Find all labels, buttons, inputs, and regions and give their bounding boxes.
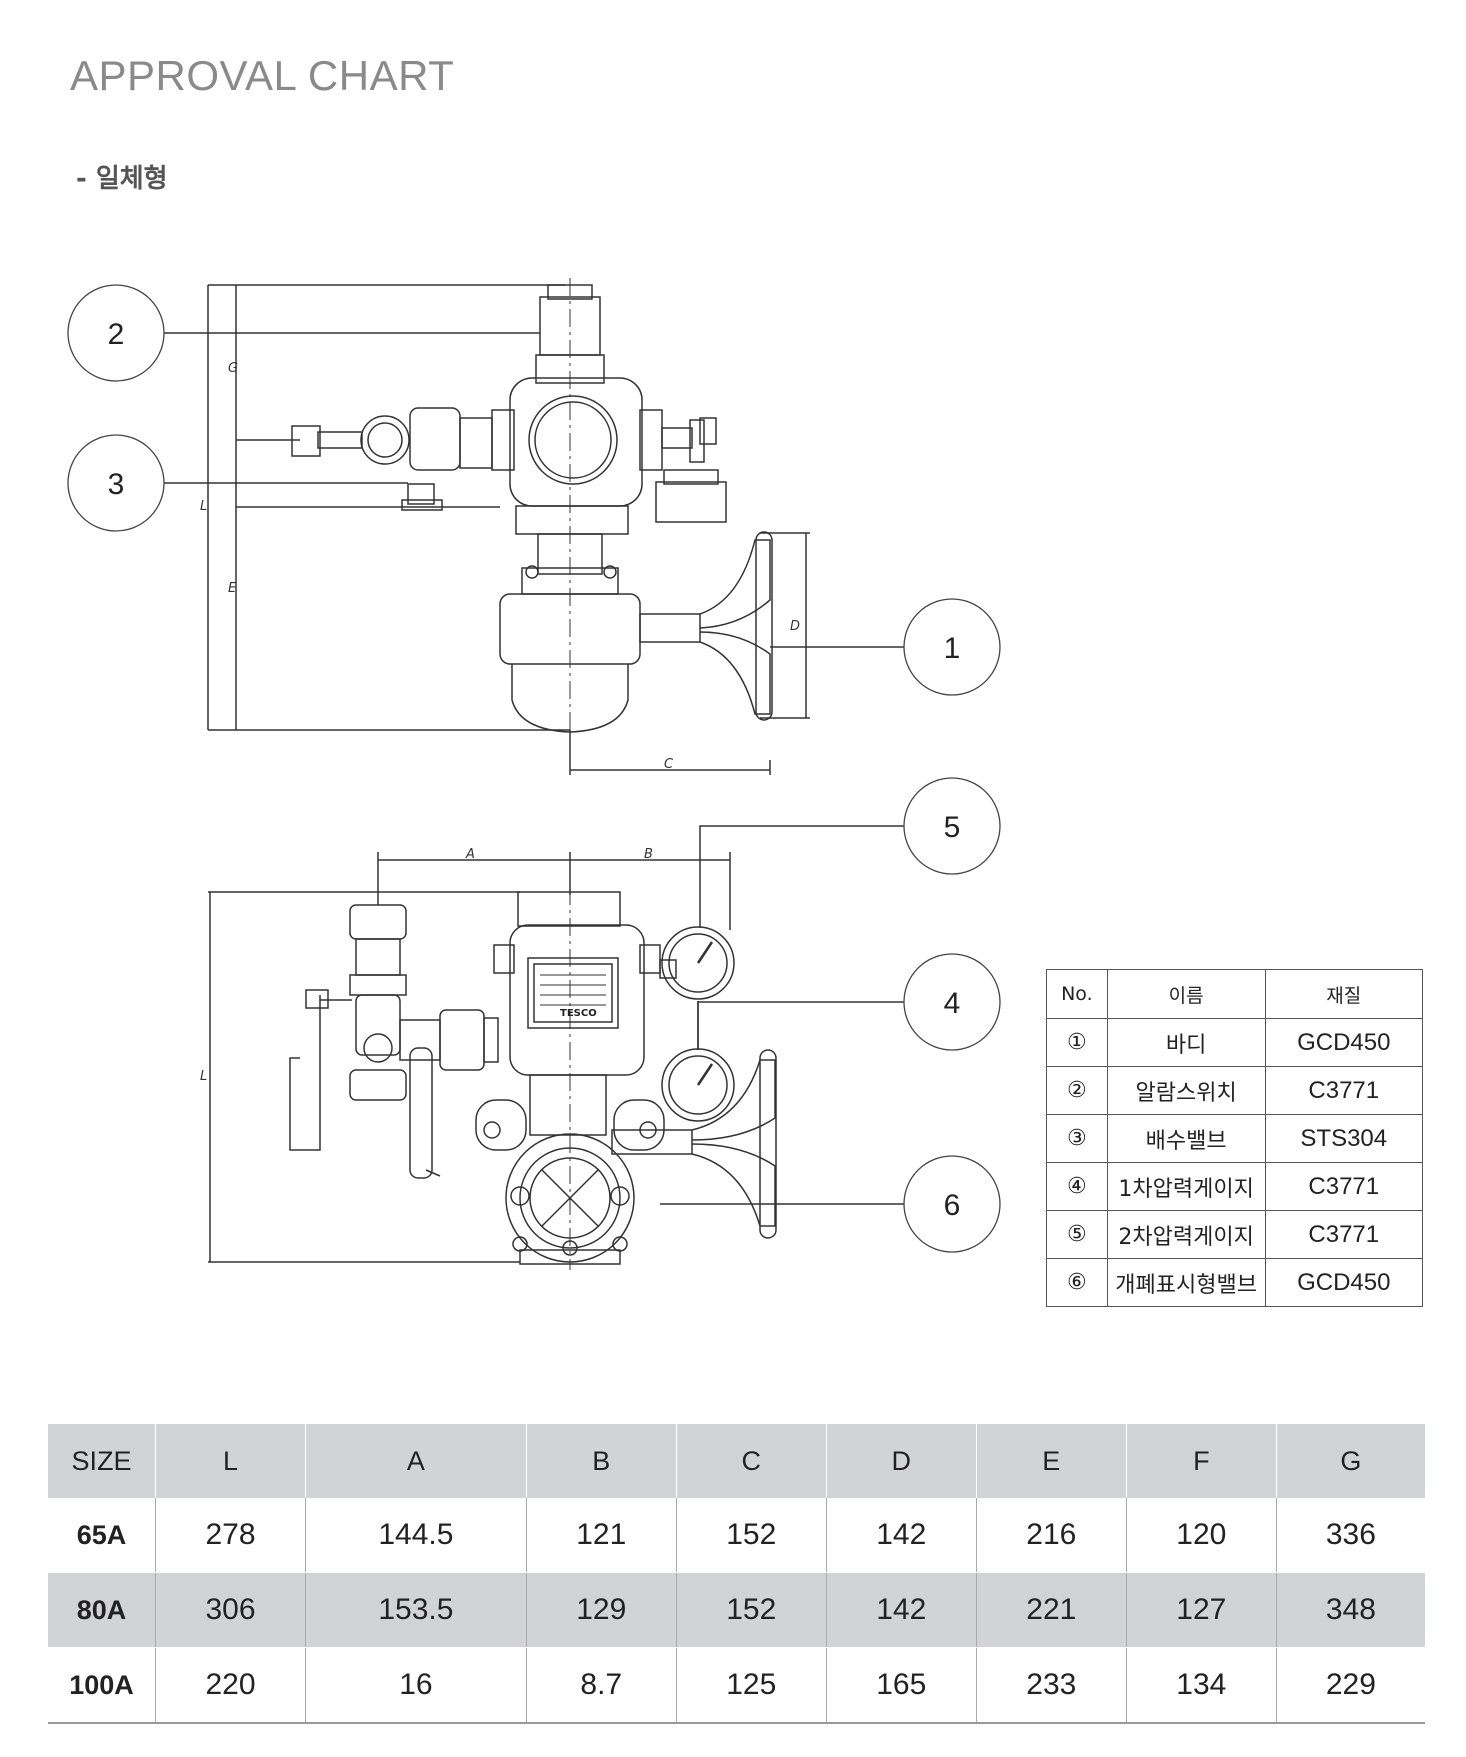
callout-circle-3 xyxy=(67,434,165,532)
parts-row: ④ 1차압력게이지 C3771 xyxy=(1046,1162,1424,1211)
size-value-cell: 142 xyxy=(825,1498,977,1573)
size-header: C xyxy=(675,1424,827,1498)
size-header: F xyxy=(1125,1424,1277,1498)
size-value-cell: 16 xyxy=(305,1647,527,1724)
dim-label-b: B xyxy=(644,847,653,862)
size-header: G xyxy=(1275,1424,1425,1498)
size-value-cell: 142 xyxy=(825,1572,977,1648)
size-cell: 80A xyxy=(48,1572,156,1648)
parts-row: ② 알람스위치 C3771 xyxy=(1046,1066,1424,1115)
callout-number-3: 3 xyxy=(108,468,125,501)
size-row-80a: 80A 306 153.5 129 152 142 221 127 348 xyxy=(48,1572,1425,1648)
parts-header-no: No. xyxy=(1046,969,1108,1019)
parts-row: ⑤ 2차압력게이지 C3771 xyxy=(1046,1210,1424,1259)
size-table-header: SIZE L A B C D E F G xyxy=(48,1424,1425,1498)
size-value-cell: 336 xyxy=(1275,1498,1425,1573)
part-material: C3771 xyxy=(1264,1066,1424,1115)
size-table: SIZE L A B C D E F G 65A 278 144.5 121 1… xyxy=(48,1424,1425,1724)
callout-circle-6 xyxy=(903,1155,1001,1253)
callout-circle-5 xyxy=(903,777,1001,875)
part-no: ② xyxy=(1046,1066,1108,1115)
parts-header-material: 재질 xyxy=(1264,969,1424,1019)
callout-number-6: 6 xyxy=(944,1189,961,1222)
size-header: SIZE xyxy=(48,1424,156,1498)
size-value-cell: 220 xyxy=(154,1647,306,1724)
size-value-cell: 152 xyxy=(675,1498,827,1573)
size-row-65a: 65A 278 144.5 121 152 142 216 120 336 xyxy=(48,1498,1425,1573)
size-value-cell: 127 xyxy=(1125,1572,1277,1648)
parts-row: ① 바디 GCD450 xyxy=(1046,1018,1424,1067)
part-no: ④ xyxy=(1046,1162,1108,1211)
size-header: A xyxy=(305,1424,527,1498)
size-value-cell: 221 xyxy=(975,1572,1127,1648)
part-name: 배수밸브 xyxy=(1106,1114,1266,1163)
part-no: ⑥ xyxy=(1046,1258,1108,1307)
page-title: APPROVAL CHART xyxy=(70,52,455,99)
dim-label-c: C xyxy=(664,757,674,772)
parts-row: ⑥ 개폐표시형밸브 GCD450 xyxy=(1046,1258,1424,1307)
size-value-cell: 144.5 xyxy=(305,1498,527,1573)
callout-number-4: 4 xyxy=(944,987,961,1020)
size-header: B xyxy=(525,1424,677,1498)
part-name: 2차압력게이지 xyxy=(1106,1210,1266,1259)
size-value-cell: 233 xyxy=(975,1647,1127,1724)
section-subtitle: - 일체형 xyxy=(76,164,168,194)
size-value-cell: 153.5 xyxy=(305,1572,527,1648)
part-material: GCD450 xyxy=(1264,1018,1424,1067)
parts-table-header: No. 이름 재질 xyxy=(1046,969,1424,1019)
part-material: C3771 xyxy=(1264,1162,1424,1211)
callout-number-2: 2 xyxy=(108,318,125,351)
nameplate-brand: TESCO xyxy=(560,1008,597,1019)
callout-number-1: 1 xyxy=(944,632,961,665)
size-value-cell: 120 xyxy=(1125,1498,1277,1573)
part-material: GCD450 xyxy=(1264,1258,1424,1307)
size-cell: 100A xyxy=(48,1647,156,1724)
part-no: ① xyxy=(1046,1018,1108,1067)
part-no: ⑤ xyxy=(1046,1210,1108,1259)
size-cell: 65A xyxy=(48,1498,156,1573)
part-name: 바디 xyxy=(1106,1018,1266,1067)
part-no: ③ xyxy=(1046,1114,1108,1163)
size-value-cell: 278 xyxy=(154,1498,306,1573)
callout-circle-1 xyxy=(903,598,1001,696)
dim-label-l: L xyxy=(200,1069,207,1084)
callout-number-5: 5 xyxy=(944,811,961,844)
dim-label-f: G xyxy=(228,361,238,376)
valve-technical-drawing: TESCO G L E C D A B L 2 3 1 5 4 6 xyxy=(67,278,1001,1270)
size-header: E xyxy=(975,1424,1127,1498)
parts-header-name: 이름 xyxy=(1106,969,1266,1019)
part-name: 1차압력게이지 xyxy=(1106,1162,1266,1211)
size-value-cell: 129 xyxy=(525,1572,677,1648)
size-value-cell: 8.7 xyxy=(525,1647,677,1724)
callout-circle-4 xyxy=(903,953,1001,1051)
size-header: D xyxy=(825,1424,977,1498)
dim-label-g: L xyxy=(200,499,207,514)
size-value-cell: 306 xyxy=(154,1572,306,1648)
size-value-cell: 121 xyxy=(525,1498,677,1573)
parts-table: No. 이름 재질 ① 바디 GCD450 ② 알람스위치 C3771 ③ 배수… xyxy=(1046,969,1424,1307)
size-value-cell: 165 xyxy=(825,1647,977,1724)
part-name: 알람스위치 xyxy=(1106,1066,1266,1115)
callout-circle-2 xyxy=(67,284,165,382)
size-value-cell: 348 xyxy=(1275,1572,1425,1648)
dim-label-a: A xyxy=(465,847,475,862)
size-value-cell: 134 xyxy=(1125,1647,1277,1724)
size-value-cell: 216 xyxy=(975,1498,1127,1573)
part-material: STS304 xyxy=(1264,1114,1424,1163)
dim-label-d: D xyxy=(790,619,800,634)
size-value-cell: 229 xyxy=(1275,1647,1425,1724)
part-material: C3771 xyxy=(1264,1210,1424,1259)
size-row-100a: 100A 220 16 8.7 125 165 233 134 229 xyxy=(48,1647,1425,1724)
dim-label-e: E xyxy=(228,581,237,596)
size-value-cell: 125 xyxy=(675,1647,827,1724)
parts-row: ③ 배수밸브 STS304 xyxy=(1046,1114,1424,1163)
size-header: L xyxy=(154,1424,306,1498)
part-name: 개폐표시형밸브 xyxy=(1106,1258,1266,1307)
size-value-cell: 152 xyxy=(675,1572,827,1648)
